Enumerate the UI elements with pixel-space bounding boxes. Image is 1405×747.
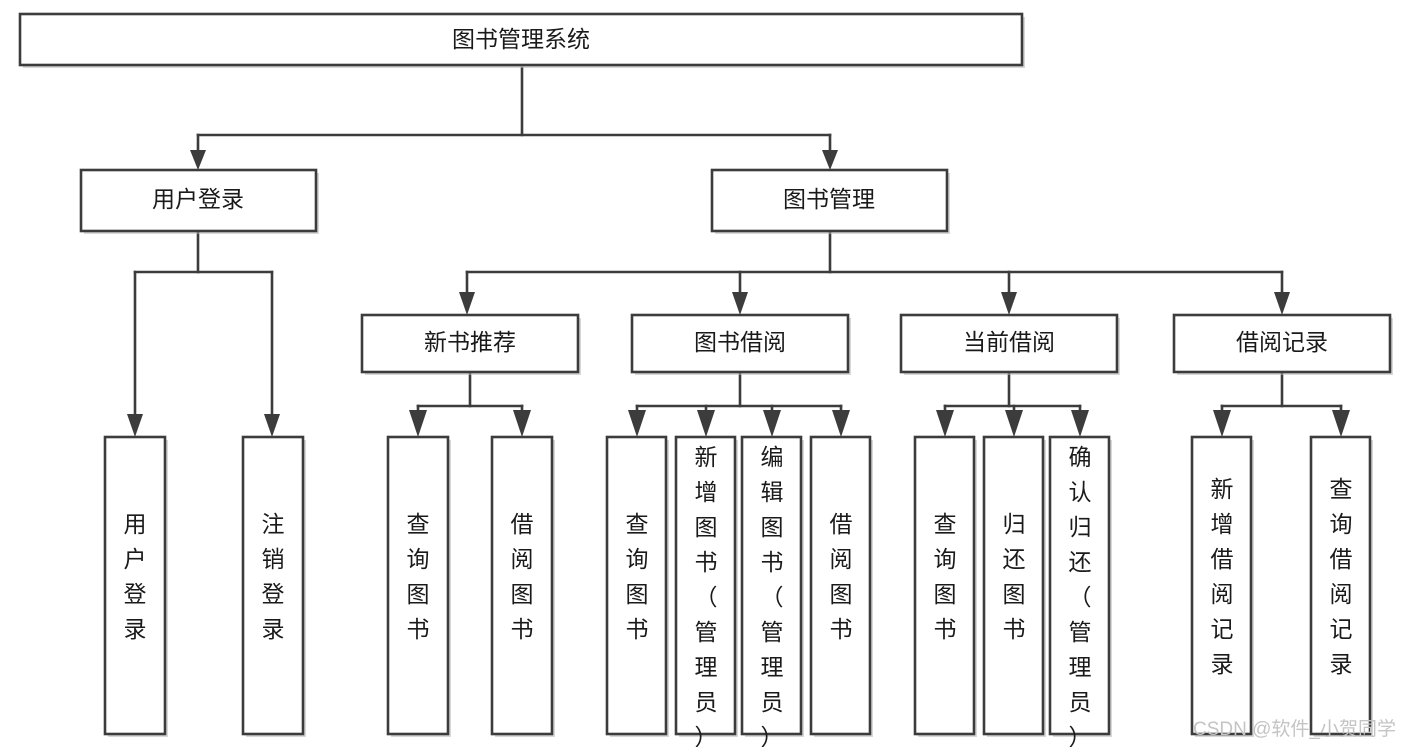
node-book-borrow-rect (630, 313, 850, 374)
node-current-borrow[interactable]: 当前借阅 (899, 313, 1120, 375)
node-new-book-rec-rect (360, 313, 580, 374)
watermark-label: CSDN @软件_小贺同学 (1193, 718, 1396, 740)
node-leaf-user-logout-label: 注销登录 (262, 511, 285, 642)
node-leaf-confirm-return-label: 确认归还（管理员） (1069, 444, 1092, 747)
arrow-head-book-manage (822, 150, 838, 170)
node-root-label: 图书管理系统 (452, 26, 590, 52)
node-leaf-add-record-rect (1190, 435, 1253, 736)
node-leaf-add-record[interactable]: 新增借阅记录 (1190, 435, 1254, 737)
node-leaf-query-book-3-label: 查询图书 (934, 511, 957, 642)
node-leaf-edit-book-rect (740, 435, 803, 736)
node-book-manage-rect (710, 168, 949, 233)
node-book-borrow-label: 图书借阅 (694, 329, 786, 355)
node-borrow-record-label: 借阅记录 (1236, 329, 1328, 355)
arrow-head-leaf-return-book (1005, 410, 1023, 437)
node-book-manage[interactable]: 图书管理 (710, 168, 950, 234)
node-leaf-query-book-2-label: 查询图书 (626, 511, 649, 642)
node-leaf-edit-book[interactable]: 编辑图书（管理员） (740, 435, 804, 747)
node-leaf-user-logout-rect (241, 435, 305, 736)
node-book-manage-label: 图书管理 (783, 186, 875, 212)
node-current-borrow-label: 当前借阅 (963, 329, 1055, 355)
node-leaf-borrow-book-1[interactable]: 借阅图书 (490, 435, 555, 737)
node-user-login[interactable]: 用户登录 (79, 168, 319, 234)
node-leaf-user-logout[interactable]: 注销登录 (241, 435, 306, 737)
node-leaf-edit-book-label: 编辑图书（管理员） (761, 444, 784, 747)
connector-group-new-book-rec (409, 372, 531, 437)
arrow-head-leaf-query-book-2 (628, 410, 646, 437)
arrow-head-new-book-rec (459, 292, 475, 315)
node-leaf-query-record-rect (1309, 435, 1372, 736)
node-leaf-query-record-label: 查询借阅记录 (1330, 476, 1353, 677)
connector-group-current-borrow (936, 372, 1089, 437)
node-leaf-add-book[interactable]: 新增图书（管理员） (674, 435, 738, 747)
connector-group-borrow-record (1213, 372, 1350, 437)
node-leaf-query-book-2[interactable]: 查询图书 (605, 435, 669, 737)
arrow-head-leaf-edit-book (763, 410, 781, 437)
node-leaf-add-book-label: 新增图书（管理员） (695, 444, 718, 747)
node-leaf-confirm-return-rect (1048, 435, 1111, 736)
node-leaf-borrow-book-2-label: 借阅图书 (830, 511, 853, 642)
node-book-borrow[interactable]: 图书借阅 (630, 313, 851, 375)
node-user-login-rect (79, 168, 318, 233)
node-borrow-record-rect (1172, 313, 1392, 374)
arrow-head-book-borrow (732, 292, 748, 315)
arrow-head-leaf-confirm-return (1071, 410, 1089, 437)
arrow-head-borrow-record (1274, 292, 1290, 315)
arrow-head-leaf-borrow-book-2 (832, 410, 850, 437)
node-leaf-add-record-label: 新增借阅记录 (1211, 476, 1234, 677)
node-borrow-record[interactable]: 借阅记录 (1172, 313, 1393, 375)
node-leaf-query-book-2-rect (605, 435, 668, 736)
node-leaf-return-book-rect (982, 435, 1045, 736)
arrow-head-user-login (190, 150, 206, 170)
node-leaf-add-book-rect (674, 435, 737, 736)
node-leaf-query-book-1-label: 查询图书 (407, 511, 430, 642)
arrow-head-leaf-borrow-book-1 (513, 410, 531, 437)
node-root-rect (18, 12, 1024, 67)
node-leaf-query-book-1[interactable]: 查询图书 (386, 435, 451, 737)
arrow-head-leaf-add-record (1213, 410, 1231, 437)
node-leaf-borrow-book-2-rect (809, 435, 872, 736)
connector-group-book-manage (459, 230, 1290, 315)
arrow-head-leaf-user-logout (264, 414, 280, 437)
node-leaf-borrow-book-2[interactable]: 借阅图书 (809, 435, 873, 737)
arrow-head-current-borrow (1001, 292, 1017, 315)
node-leaf-return-book-label: 归还图书 (1003, 511, 1026, 642)
node-leaf-user-login[interactable]: 用户登录 (103, 435, 168, 737)
node-leaf-user-login-label: 用户登录 (124, 511, 147, 642)
arrow-head-leaf-query-book-3 (936, 410, 954, 437)
node-user-login-label: 用户登录 (152, 186, 244, 212)
node-leaf-borrow-book-1-label: 借阅图书 (511, 511, 534, 642)
node-new-book-rec-label: 新书推荐 (424, 329, 516, 355)
arrow-head-leaf-query-record (1332, 410, 1350, 437)
arrow-head-leaf-query-book-1 (409, 410, 427, 437)
node-leaf-borrow-book-1-rect (490, 435, 554, 736)
connector-group-book-borrow (628, 372, 850, 437)
node-leaf-query-book-3-rect (913, 435, 976, 736)
node-root[interactable]: 图书管理系统 (18, 12, 1025, 68)
node-leaf-query-book-1-rect (386, 435, 450, 736)
connector-group-root (190, 66, 838, 170)
node-leaf-user-login-rect (103, 435, 167, 736)
node-new-book-rec[interactable]: 新书推荐 (360, 313, 581, 375)
node-leaf-confirm-return[interactable]: 确认归还（管理员） (1048, 435, 1112, 747)
node-current-borrow-rect (899, 313, 1119, 374)
node-leaf-query-book-3[interactable]: 查询图书 (913, 435, 977, 737)
node-leaf-return-book[interactable]: 归还图书 (982, 435, 1046, 737)
node-leaf-query-record[interactable]: 查询借阅记录 (1309, 435, 1373, 737)
connector-group-user-login (127, 230, 280, 437)
arrow-head-leaf-user-login (127, 414, 143, 437)
arrow-head-leaf-add-book (697, 410, 715, 437)
